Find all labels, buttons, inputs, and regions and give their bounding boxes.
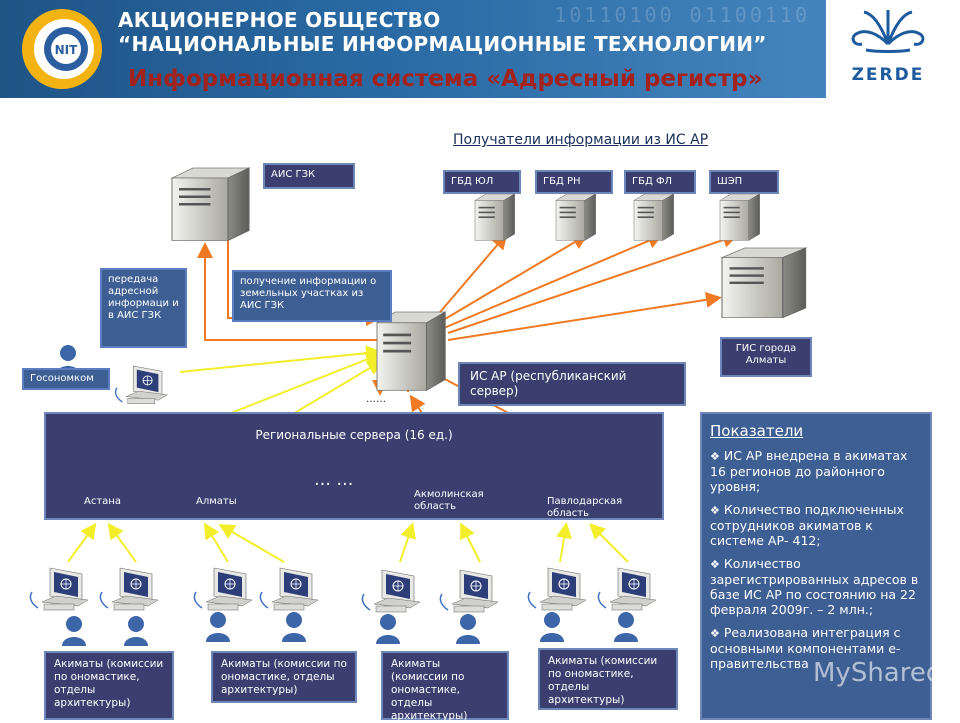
arrow-to-shep [447, 232, 739, 334]
indicator-text: Количество зарегистрированных адресов в … [710, 556, 919, 617]
indicator-item: ❖Количество подключенных сотрудников аки… [710, 502, 922, 548]
label-receive: получение информации о земельных участка… [232, 270, 392, 322]
label-gis-almaty: ГИС города Алматы [720, 337, 812, 377]
server-caption-akmola: Акмолинская область [414, 489, 484, 512]
header-binary-decoration: 10110100 01100110 [554, 3, 810, 27]
computer-gosonomkom-icon [114, 365, 169, 405]
regional-ellipsis: … … [314, 470, 354, 490]
header-band [0, 0, 960, 98]
arrow-to-gbd-rn [439, 233, 589, 323]
arrow-to-gbd-yul [434, 232, 508, 319]
page-title: Информационная система «Адресный регистр… [128, 66, 763, 92]
arrow-to-ais-gzk [197, 242, 378, 341]
arrow-to-gbd-fl [443, 233, 664, 329]
regional-servers-title: Региональные сервера (16 ед.) [255, 428, 453, 442]
person-akimat-2a-icon [206, 612, 230, 642]
recipient-gbd-rn: ГБД РН [535, 170, 613, 194]
watermark-text: MyShared [813, 658, 943, 688]
arrow-to-gis [447, 291, 722, 341]
diamond-bullet-icon: ❖ [710, 558, 720, 571]
recipient-gbd-yul: ГБД ЮЛ [443, 170, 521, 194]
person-akimat-1b-icon [124, 616, 148, 646]
akimat-box-3: Акиматы (комиссии по ономастике, отделы … [381, 651, 509, 722]
recipient-gbd-fl: ГБД ФЛ [624, 170, 696, 194]
computer-akimat-4b-icon [597, 567, 657, 611]
company-name: АКЦИОНЕРНОЕ ОБЩЕСТВО “НАЦИОНАЛЬНЫЕ ИНФОР… [118, 8, 767, 56]
zerde-logo-text: ZERDE [852, 65, 925, 84]
label-main-server: ИС АР (республиканский сервер) [458, 362, 686, 406]
indicator-item: ❖ИС АР внедрена в акиматах 16 регионов д… [710, 448, 922, 494]
computer-akimat-3a-icon [361, 569, 421, 613]
person-akimat-1a-icon [62, 616, 86, 646]
svg-text:NIT: NIT [55, 43, 79, 57]
label-ais-gzk: АИС ГЗК [263, 163, 355, 189]
diamond-bullet-icon: ❖ [710, 504, 720, 517]
person-akimat-3a-icon [376, 614, 400, 644]
person-akimat-4b-icon [614, 612, 638, 642]
server-caption-astana: Астана [84, 496, 121, 507]
zerde-logo-icon: ZERDE [852, 10, 925, 84]
computer-akimat-2b-icon [259, 567, 319, 611]
main-server-dots: …… [366, 394, 386, 405]
computer-akimat-2a-icon [193, 567, 253, 611]
indicator-item: ❖Количество зарегистрированных адресов в… [710, 556, 922, 617]
indicator-text: Количество подключенных сотрудников аким… [710, 502, 904, 548]
server-caption-almaty: Алматы [196, 496, 237, 507]
regional-servers-panel: Региональные сервера (16 ед.) … … [44, 412, 664, 520]
indicators-title: Показатели [710, 422, 804, 440]
company-name-line2: “НАЦИОНАЛЬНЫЕ ИНФОРМАЦИОННЫЕ ТЕХНОЛОГИИ” [118, 32, 767, 56]
diamond-bullet-icon: ❖ [710, 450, 720, 463]
company-name-line1: АКЦИОНЕРНОЕ ОБЩЕСТВО [118, 8, 441, 32]
akimat-box-4: Акиматы (комиссии по ономастике, отделы … [538, 648, 678, 710]
indicators-panel: Показатели ❖ИС АР внедрена в акиматах 16… [700, 412, 932, 720]
akimat-box-2: Акиматы (комиссии по ономастике, отделы … [211, 651, 357, 703]
computer-akimat-3b-icon [439, 569, 499, 613]
nit-logo-icon: NIT [22, 9, 102, 89]
person-akimat-3b-icon [456, 614, 480, 644]
label-transfer: передача адресной информаци и в АИС ГЗК [100, 268, 187, 348]
arrow-gosonomkom [179, 345, 382, 373]
computer-akimat-1a-icon [29, 567, 89, 611]
zerde-logo-background [826, 0, 960, 98]
akimat-box-1: Акиматы (комиссии по ономастике, отделы … [44, 651, 174, 720]
recipients-heading: Получатели информации из ИС АР [453, 132, 709, 148]
person-akimat-4a-icon [540, 612, 564, 642]
indicator-text: Реализована интеграция с основными компо… [710, 625, 901, 671]
person-akimat-2b-icon [282, 612, 306, 642]
indicator-text: ИС АР внедрена в акиматах 16 регионов до… [710, 448, 908, 494]
diamond-bullet-icon: ❖ [710, 627, 720, 640]
indicator-item: ❖Реализована интеграция с основными комп… [710, 625, 922, 671]
computer-akimat-4a-icon [527, 567, 587, 611]
recipient-shep: ШЭП [709, 170, 779, 194]
server-caption-pavlodar: Павлодарская область [547, 496, 623, 519]
computer-akimat-1b-icon [99, 567, 159, 611]
label-gosonomkom: Госономком [22, 368, 110, 390]
